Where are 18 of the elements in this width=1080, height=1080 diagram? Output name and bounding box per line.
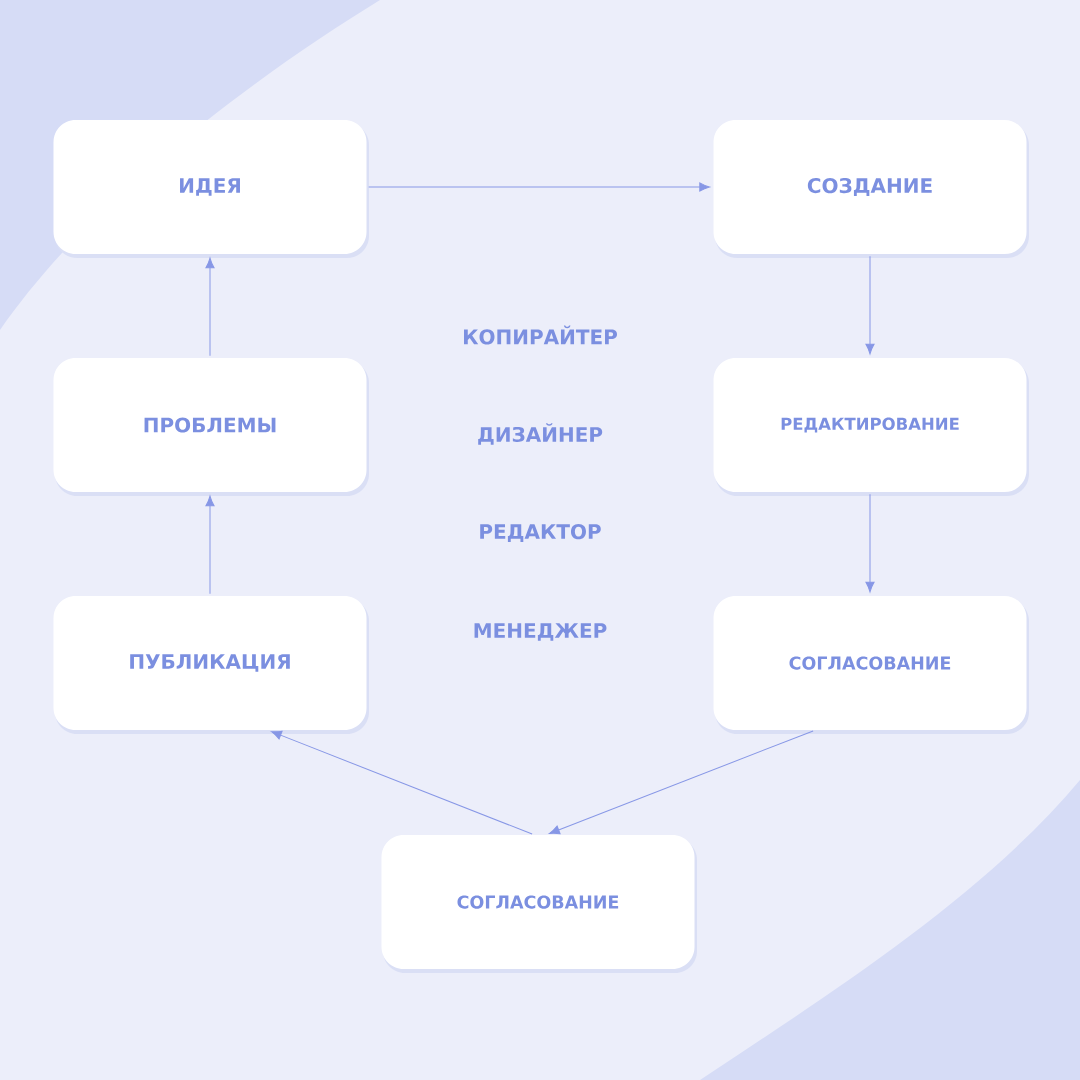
role-label: ДИЗАЙНЕР: [478, 423, 603, 445]
process-box: ИДЕЯ: [53, 120, 367, 254]
arrow: [205, 495, 215, 595]
arrow: [271, 730, 533, 835]
role-label: РЕДАКТОР: [480, 524, 601, 542]
arrow: [865, 255, 875, 355]
process-box: СОГЛАСОВАНИЕ: [713, 596, 1027, 730]
arrow: [368, 182, 710, 192]
process-box: СОГЛАСОВАНИЕ: [381, 835, 695, 969]
process-box: ПУБЛИКАЦИЯ: [53, 596, 367, 730]
process-box: ПРОБЛЕМЫ: [53, 358, 367, 492]
process-box: РЕДАКТИРОВАНИЕ: [713, 358, 1027, 492]
arrow: [549, 730, 814, 835]
role-label: КОПИРАЙТЕР: [464, 325, 617, 345]
arrow: [865, 493, 875, 593]
arrow: [205, 257, 215, 357]
process-box: СОЗДАНИЕ: [713, 120, 1027, 254]
role-label: МЕНЕДЖЕР: [474, 623, 607, 641]
